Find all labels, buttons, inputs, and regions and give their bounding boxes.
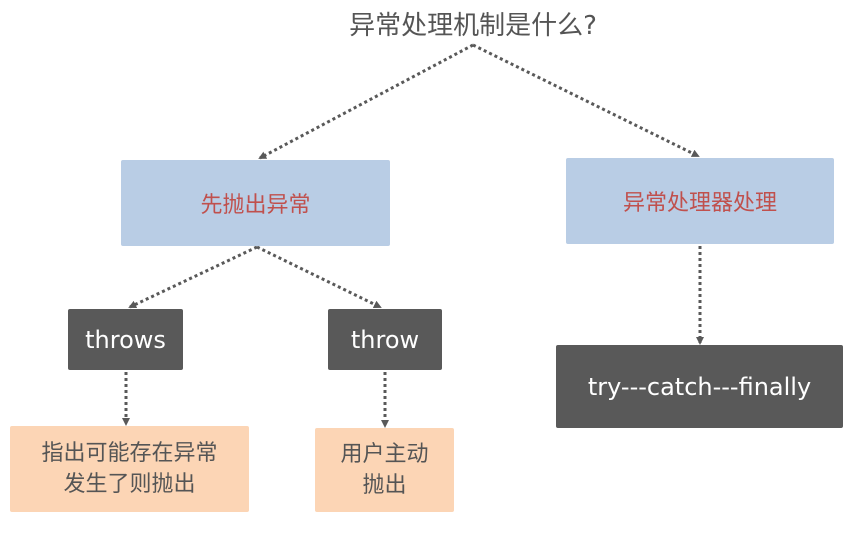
node-throw-first: 先抛出异常 xyxy=(121,160,390,246)
arrow-to-throw xyxy=(256,245,382,309)
diagram-title: 异常处理机制是什么? xyxy=(349,10,597,41)
arrow-title-to-throw-first xyxy=(258,43,474,160)
throw-desc-line2: 抛出 xyxy=(362,473,407,498)
throw-desc-line1: 用户主动 xyxy=(340,442,429,467)
node-throws-description: 指出可能存在异常 发生了则抛出 xyxy=(10,426,249,512)
node-exception-handler: 异常处理器处理 xyxy=(566,158,834,244)
throws-desc-line2: 发生了则抛出 xyxy=(63,472,196,497)
node-try-catch-finally: try---catch---finally xyxy=(556,345,843,428)
throws-desc-line1: 指出可能存在异常 xyxy=(41,441,218,466)
node-throw: throw xyxy=(328,309,442,370)
node-throws: throws xyxy=(68,309,183,370)
arrow-to-throws xyxy=(128,245,258,309)
node-throw-description: 用户主动 抛出 xyxy=(315,428,454,512)
arrow-title-to-handler xyxy=(472,43,700,158)
